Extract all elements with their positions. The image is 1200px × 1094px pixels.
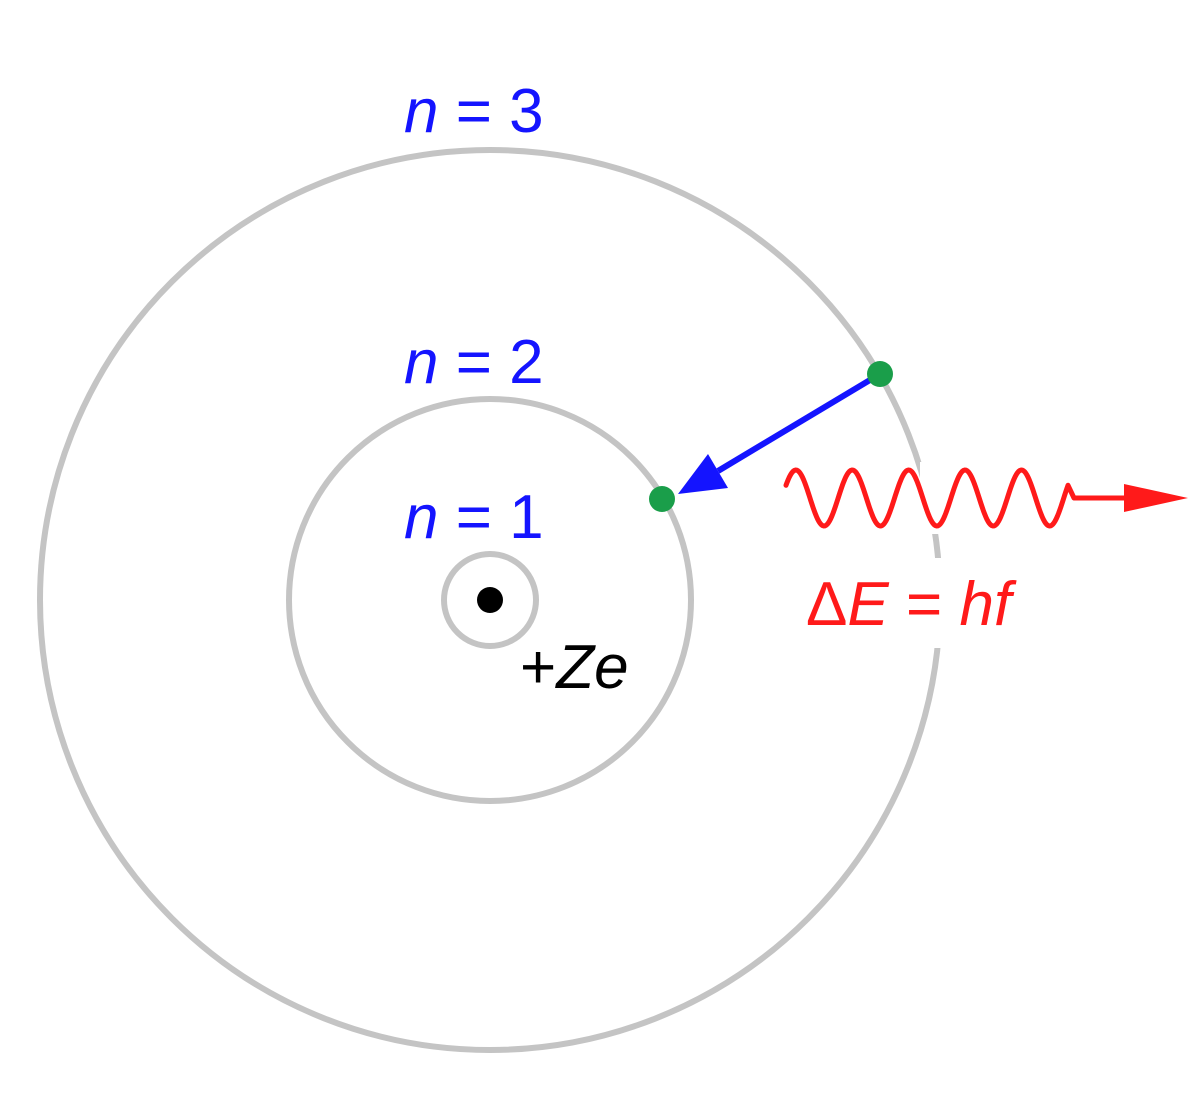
nucleus-charge-label: +Ze [520, 633, 629, 702]
orbit-label-n3: n = 3 [404, 77, 544, 146]
nucleus-charge-z: Z [554, 633, 596, 702]
orbit-label-n3-symbol: n [404, 77, 438, 146]
photon-energy-label: ΔE = hf [806, 570, 1017, 639]
electron-final [649, 486, 675, 512]
nucleus-orbit-ring [441, 551, 539, 649]
orbit-label-n2: n = 2 [404, 328, 544, 397]
nucleus-charge-sign: + [520, 633, 556, 702]
orbit-label-n3-equals: = [438, 77, 509, 146]
orbit-label-n2-value: 2 [509, 328, 543, 397]
electron-initial [867, 361, 893, 387]
orbit-label-n1-equals: = [438, 483, 509, 552]
photon-arrowhead [1124, 484, 1188, 512]
photon-wave [783, 467, 1077, 529]
orbit-n2 [286, 396, 694, 804]
transition-arrow-shaft [716, 371, 882, 474]
orbit-label-n2-symbol: n [404, 328, 438, 397]
photon-energy-delta: Δ [806, 570, 847, 639]
orbit-label-n1-value: 1 [509, 483, 543, 552]
orbit-label-n1-symbol: n [404, 483, 438, 552]
orbit-label-n2-equals: = [438, 328, 509, 397]
nucleus [477, 587, 503, 613]
photon-energy-e: E [847, 570, 889, 639]
orbit-label-n1: n = 1 [404, 483, 544, 552]
nucleus-charge-e: e [594, 633, 628, 702]
photon-energy-equals: = [889, 570, 960, 639]
orbit-label-n3-value: 3 [509, 77, 543, 146]
transition-arrowhead [678, 454, 728, 494]
photon-energy-f: f [994, 570, 1017, 639]
orbit-gap-label [920, 558, 964, 648]
photon-energy-h: h [959, 570, 993, 639]
